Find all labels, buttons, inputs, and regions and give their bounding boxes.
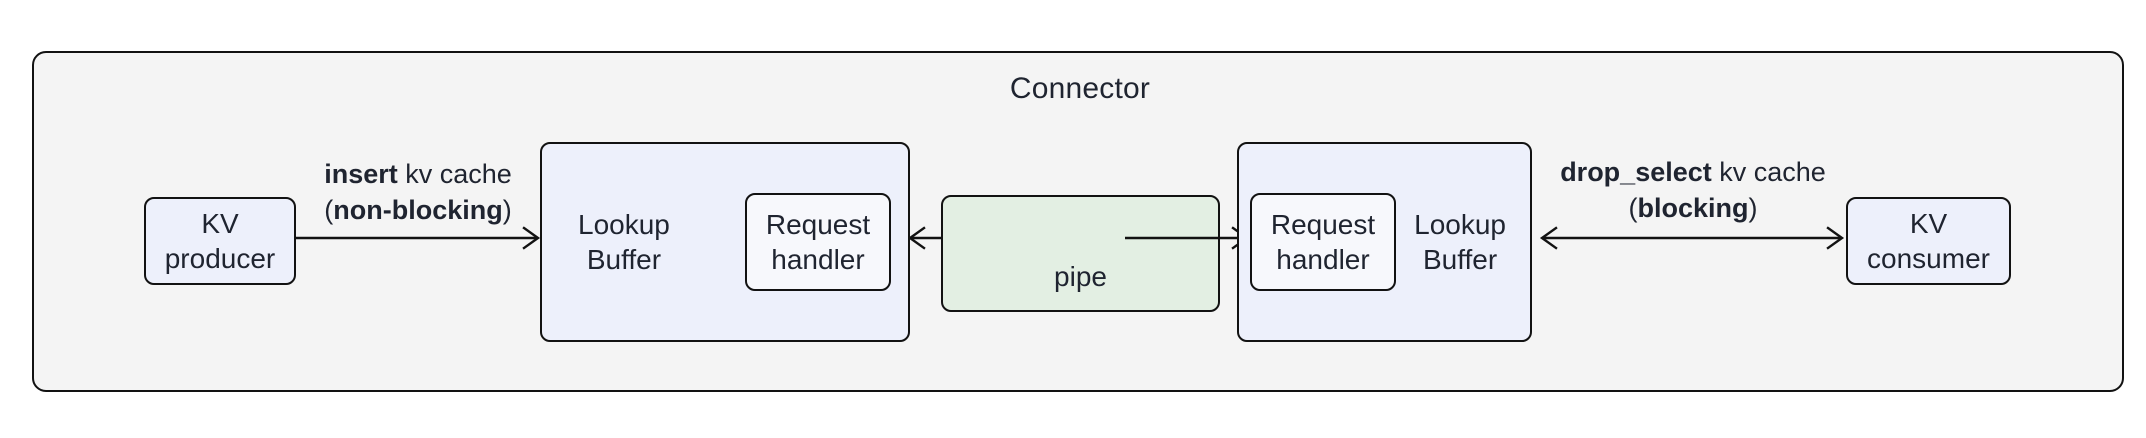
edge-label-insert-paren-close: ) [502,194,512,225]
node-kv-producer-label: KV producer [164,208,276,274]
node-kv-producer: KV producer [144,197,296,285]
edge-label-drop-select-object: kv cache [1711,157,1826,187]
node-lookup-buffer-left-label: Lookup Buffer [578,209,670,275]
arrow-pipe-to-right-buffer [1125,226,1250,250]
connector-title: Connector [1009,72,1151,105]
node-request-handler-left: Request handler [745,193,891,291]
edge-label-insert: insert kv cache (non-blocking) [298,157,538,228]
arrow-buffer-to-consumer [1539,226,1845,250]
edge-label-drop-select-paren-open: ( [1628,192,1638,223]
edge-label-insert-mode: non-blocking [333,194,503,225]
edge-label-insert-op: insert [324,159,398,189]
node-lookup-buffer-right-label: Lookup Buffer [1414,209,1506,275]
edge-label-drop-select-mode: blocking [1637,192,1749,223]
edge-label-insert-paren-open: ( [324,194,334,225]
node-pipe-label: pipe [1054,261,1107,292]
edge-label-drop-select-paren-close: ) [1748,192,1758,223]
edge-label-drop-select: drop_select kv cache (blocking) [1538,155,1848,226]
arrow-producer-to-buffer [296,226,541,250]
edge-label-drop-select-op: drop_select [1560,157,1712,187]
node-pipe: pipe [941,195,1220,312]
edge-label-insert-object: kv cache [397,159,512,189]
node-kv-consumer: KV consumer [1846,197,2011,285]
node-request-handler-left-label: Request handler [765,209,871,275]
node-kv-consumer-label: KV consumer [1867,208,1990,274]
node-request-handler-right: Request handler [1250,193,1396,291]
node-request-handler-right-label: Request handler [1270,209,1376,275]
